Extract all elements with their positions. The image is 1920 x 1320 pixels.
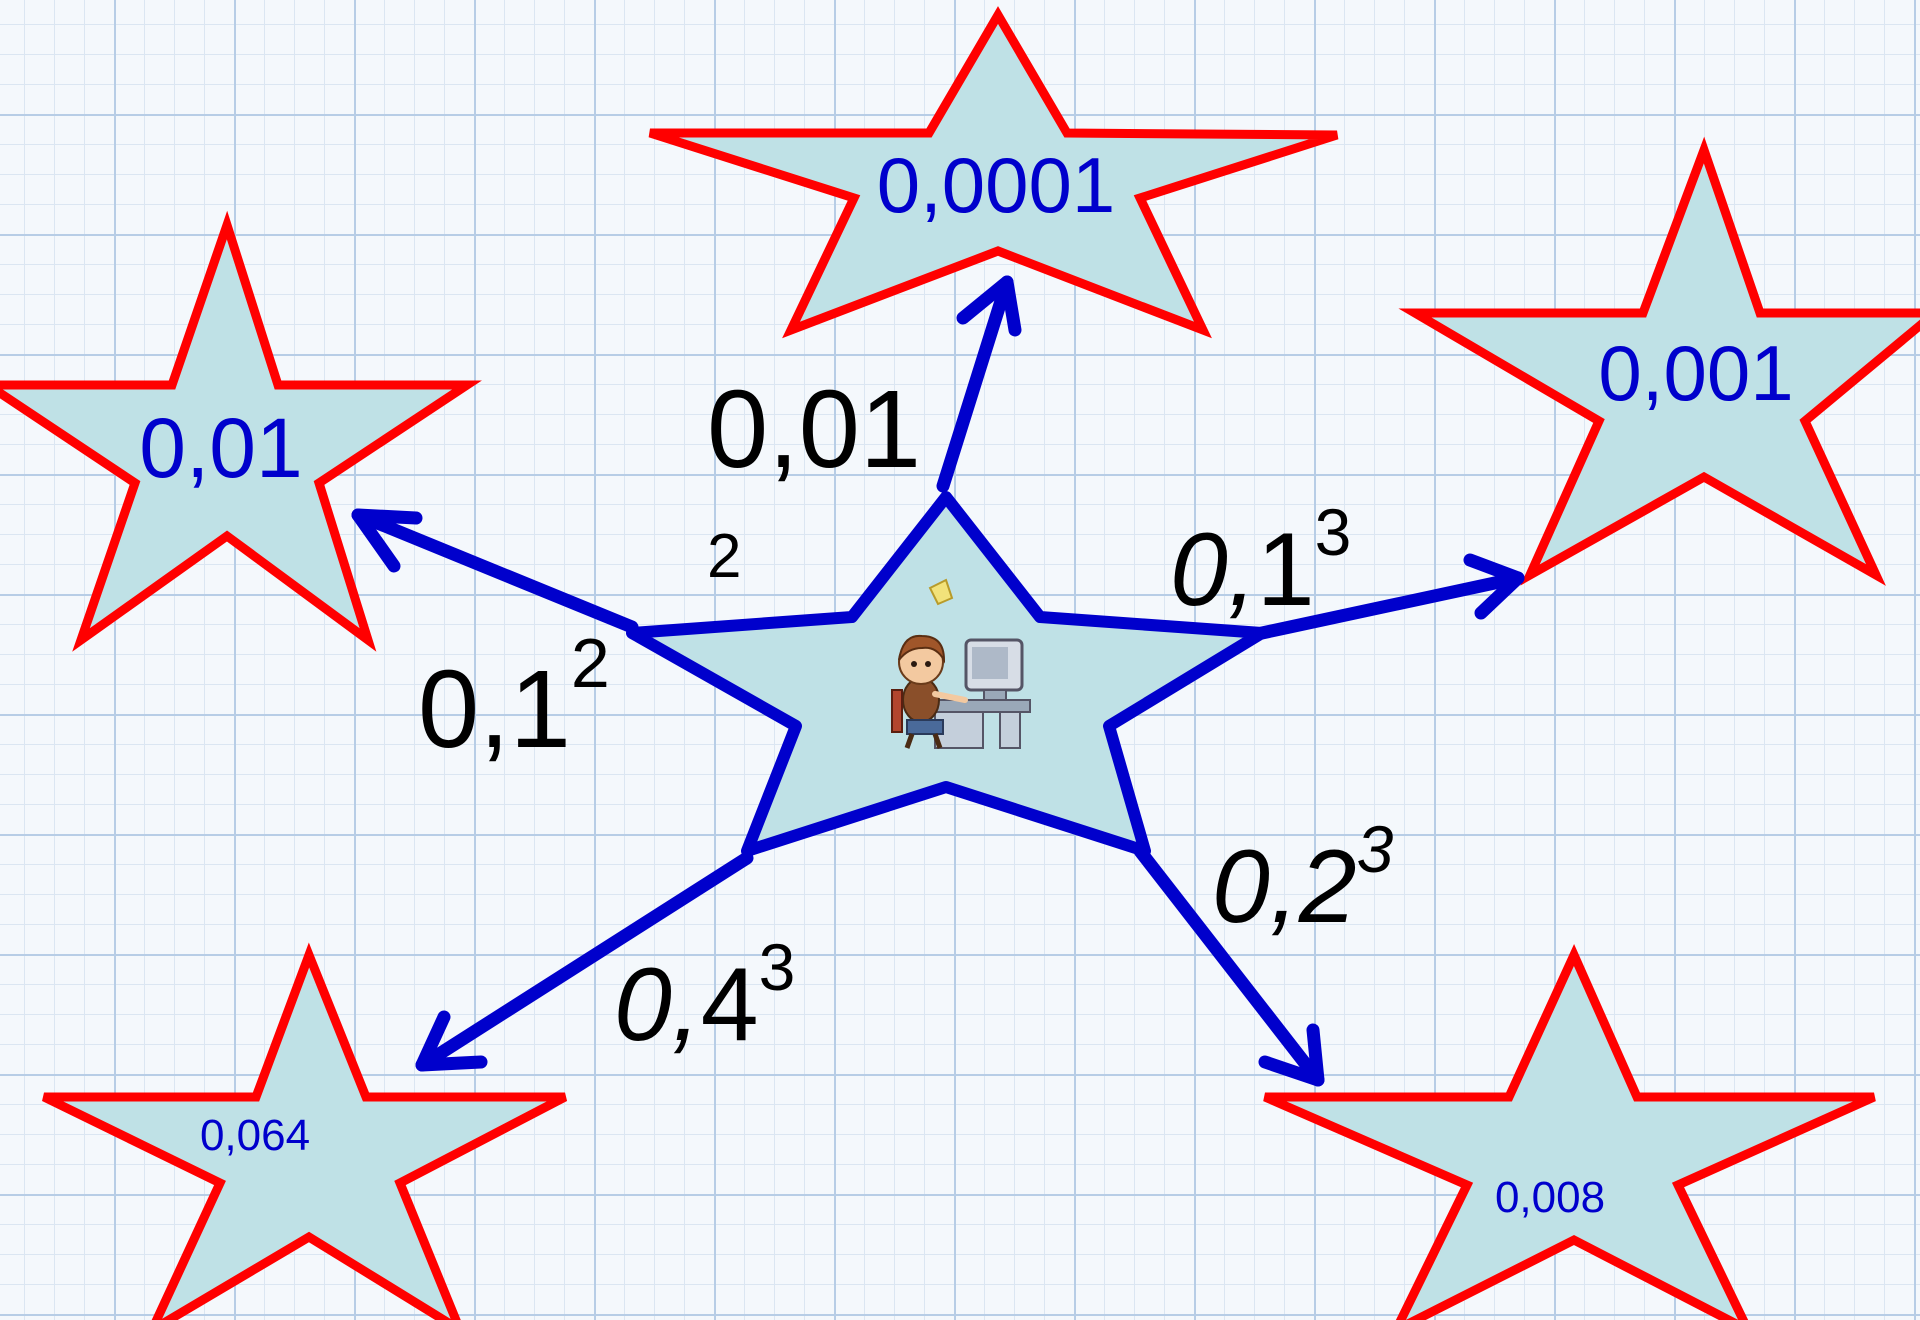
result-bottom-right: 0,008 — [1495, 1173, 1605, 1222]
expr-left: 0,12 — [418, 624, 610, 771]
expr-bottom-right-exponent: 3 — [1357, 812, 1394, 886]
arrow-to-top — [943, 282, 1015, 486]
expr-bottom-left-base-italic: 0, — [614, 947, 701, 1063]
result-right: 0,001 — [1598, 329, 1793, 417]
expr-top-exponent: 2 — [707, 522, 741, 591]
expr-bottom-left: 0,43 — [614, 930, 795, 1063]
expr-bottom-left-base: 4 — [701, 947, 759, 1063]
star-bottom-right — [1265, 955, 1874, 1320]
expr-left-exponent: 2 — [571, 624, 610, 702]
arrow-to-left — [358, 515, 632, 627]
expr-bottom-right-base-italic: 0, — [1212, 829, 1299, 945]
result-bottom-left: 0,064 — [200, 1111, 310, 1160]
expr-bottom-right: 0,23 — [1212, 812, 1394, 945]
expr-bottom-left-exponent: 3 — [759, 930, 796, 1004]
expr-right: 0,13 — [1170, 495, 1351, 628]
expr-left-base: 0,1 — [418, 648, 571, 771]
expr-right-exponent: 3 — [1315, 495, 1352, 569]
result-left: 0,01 — [139, 401, 303, 495]
result-top: 0,0001 — [877, 141, 1116, 229]
expr-top-base: 0,01 — [707, 368, 921, 491]
expr-right-base: 1 — [1257, 512, 1315, 628]
expr-bottom-right-base: 2 — [1298, 829, 1357, 945]
expr-right-base-italic: 0, — [1170, 512, 1257, 628]
